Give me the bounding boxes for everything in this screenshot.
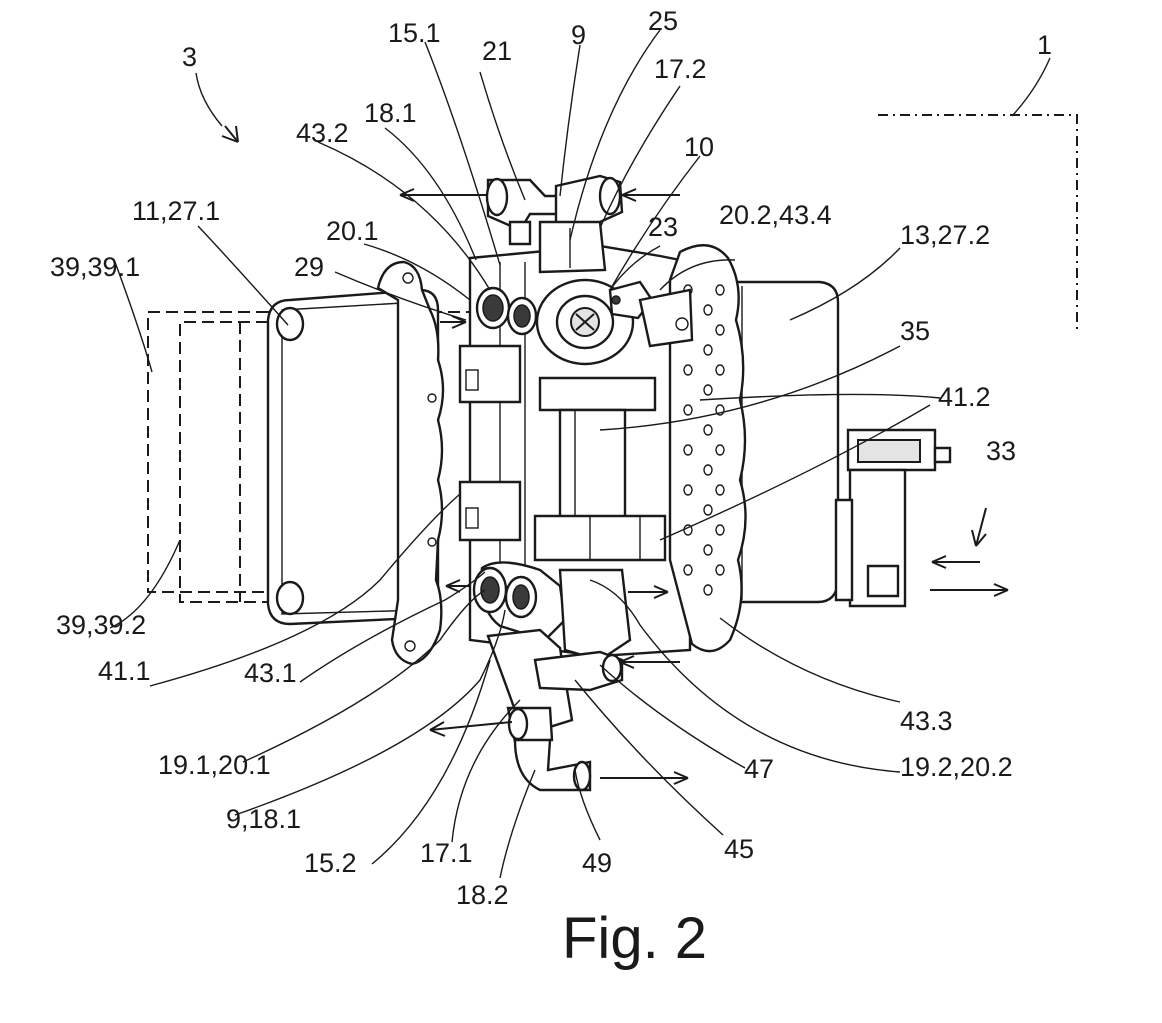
- label-39-39-2: 39,39.2: [56, 610, 146, 640]
- label-43-1: 43.1: [244, 658, 297, 688]
- label-18-2: 18.2: [456, 880, 509, 910]
- label-41-2: 41.2: [938, 382, 991, 412]
- figure-caption: Fig. 2: [562, 906, 707, 971]
- label-43-2: 43.2: [296, 118, 349, 148]
- electrical-connector: [836, 430, 950, 606]
- label-17-2: 17.2: [654, 54, 707, 84]
- label-9: 9: [571, 20, 586, 50]
- label-13-27-2: 13,27.2: [900, 220, 990, 250]
- label-33: 33: [986, 436, 1016, 466]
- label-23: 23: [648, 212, 678, 242]
- label-18-1: 18.1: [364, 98, 417, 128]
- label-47: 47: [744, 754, 774, 784]
- label-20-2-43-4: 20.2,43.4: [719, 200, 832, 230]
- label-49: 49: [582, 848, 612, 878]
- label-11-27-1: 11,27.1: [132, 196, 220, 226]
- label-19-1-20-1: 19.1,20.1: [158, 750, 271, 780]
- label-3: 3: [182, 42, 197, 72]
- label-9-18-1: 9,18.1: [226, 804, 301, 834]
- label-17-1: 17.1: [420, 838, 473, 868]
- label-35: 35: [900, 316, 930, 346]
- label-43-3: 43.3: [900, 706, 953, 736]
- label-45: 45: [724, 834, 754, 864]
- label-29: 29: [294, 252, 324, 282]
- lower-fitting-assembly: [474, 562, 630, 790]
- label-25: 25: [648, 6, 678, 36]
- label-41-1: 41.1: [98, 656, 151, 686]
- label-21: 21: [482, 36, 512, 66]
- label-15-1: 15.1: [388, 18, 441, 48]
- label-19-2-20-2: 19.2,20.2: [900, 752, 1013, 782]
- label-15-2: 15.2: [304, 848, 357, 878]
- label-10: 10: [684, 132, 714, 162]
- label-39-39-1: 39,39.1: [50, 252, 140, 282]
- label-1: 1: [1037, 30, 1052, 60]
- label-20-1-top: 20.1: [326, 216, 379, 246]
